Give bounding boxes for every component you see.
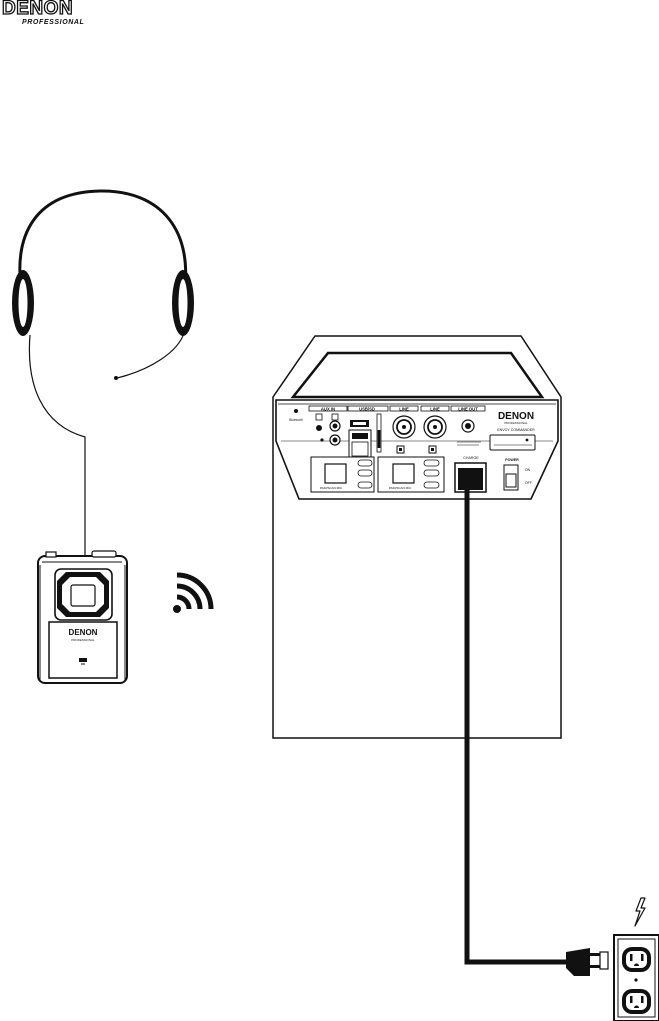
power-label: POWER — [505, 458, 519, 462]
lightning-icon — [635, 898, 645, 926]
line-out-label: LINE OUT — [458, 407, 478, 412]
charge-label: CHARGE — [463, 456, 479, 460]
pa-speaker: Bluetooth AUX IN USB/SD LINE — [273, 336, 561, 738]
aux-in-label: AUX IN — [321, 407, 335, 412]
headset-cable — [29, 335, 85, 558]
transmitter-brand-sub: PROFESSIONAL — [71, 638, 95, 642]
line-2-label: LINE — [430, 407, 440, 412]
speaker-model: ENVOY COMMANDER — [497, 428, 535, 432]
wireless-signal-icon — [173, 575, 211, 613]
pair-scan-label-2: PAIR/SCAN MIC — [389, 486, 412, 490]
usb-sd-label: USB/SD — [359, 407, 375, 412]
speaker-brand-sub: PROFESSIONAL — [504, 421, 528, 425]
headset-icon — [12, 191, 194, 380]
power-off-label: OFF — [525, 481, 532, 485]
line-1-label: LINE — [399, 407, 409, 412]
bodypack-transmitter: DENON PROFESSIONAL — [38, 551, 127, 683]
transmitter-brand: DENON — [69, 628, 98, 637]
wall-outlet-icon — [614, 935, 659, 1021]
pair-scan-label-1: PAIR/SCAN MIC — [320, 486, 343, 490]
bluetooth-label: Bluetooth — [289, 418, 303, 422]
power-on-label: ON — [525, 468, 531, 472]
